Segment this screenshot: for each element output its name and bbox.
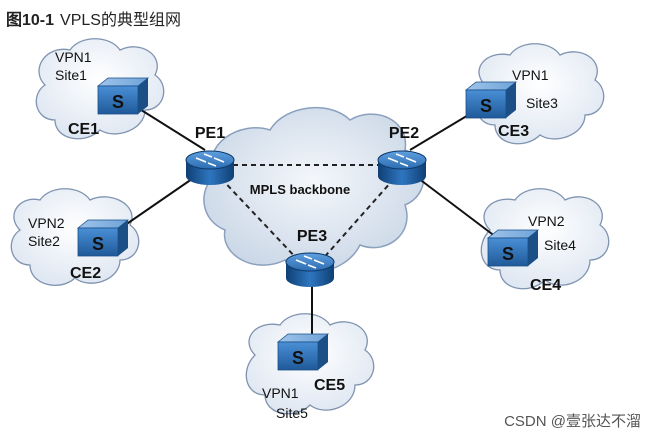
site5-name-label: Site5 xyxy=(276,405,308,421)
site1-vpn-label: VPN1 xyxy=(55,49,92,65)
ce-switch-4: S xyxy=(486,229,540,267)
site1-name-label: Site1 xyxy=(55,67,87,83)
pe-router-2 xyxy=(377,150,427,185)
site3-vpn-label: VPN1 xyxy=(512,67,549,83)
figure-number: 图10-1 xyxy=(6,12,55,29)
link-ce1-pe1 xyxy=(137,107,206,151)
figure-caption: 图10-1 VPLS的典型组网 xyxy=(6,6,181,30)
site5-vpn-label: VPN1 xyxy=(262,385,299,401)
site-cloud-2 xyxy=(10,188,140,286)
pe2-label: PE2 xyxy=(389,125,419,142)
router-arrows-icon xyxy=(195,153,225,167)
pe3-label: PE3 xyxy=(297,228,327,245)
ce1-label: CE1 xyxy=(68,121,99,138)
switch-icon-letter: S xyxy=(480,96,492,116)
pe1-label: PE1 xyxy=(195,125,225,142)
pw-pe1-pe3 xyxy=(214,171,301,263)
ce-switch-2: S xyxy=(76,219,130,257)
ce3-label: CE3 xyxy=(498,123,529,140)
figure-title: VPLS的典型组网 xyxy=(60,12,181,29)
ce-switch-3: S xyxy=(464,81,518,119)
router-arrows-icon xyxy=(295,255,325,269)
site4-name-label: Site4 xyxy=(544,237,576,253)
backbone-label: MPLS backbone xyxy=(250,182,350,197)
switch-icon-letter: S xyxy=(502,244,514,264)
ce4-label: CE4 xyxy=(530,277,561,294)
pe-router-3 xyxy=(285,252,335,287)
watermark: CSDN @壹张达不溜 xyxy=(504,413,641,430)
ce-switch-5: S xyxy=(276,333,330,371)
link-ce4-pe2 xyxy=(409,171,501,241)
pe-router-1 xyxy=(185,150,235,185)
site2-vpn-label: VPN2 xyxy=(28,215,65,231)
switch-icon-letter: S xyxy=(292,348,304,368)
site3-name-label: Site3 xyxy=(526,95,558,111)
site4-vpn-label: VPN2 xyxy=(528,213,565,229)
ce-switch-1: S xyxy=(96,77,150,115)
router-arrows-icon xyxy=(387,153,417,167)
switch-icon-letter: S xyxy=(112,92,124,112)
switch-icon-letter: S xyxy=(92,234,104,254)
mpls-backbone-cloud xyxy=(203,107,425,273)
site-cloud-3 xyxy=(475,43,605,145)
pw-pe2-pe3 xyxy=(319,171,401,263)
ce5-label: CE5 xyxy=(314,377,345,394)
site2-name-label: Site2 xyxy=(28,233,60,249)
ce2-label: CE2 xyxy=(70,265,101,282)
